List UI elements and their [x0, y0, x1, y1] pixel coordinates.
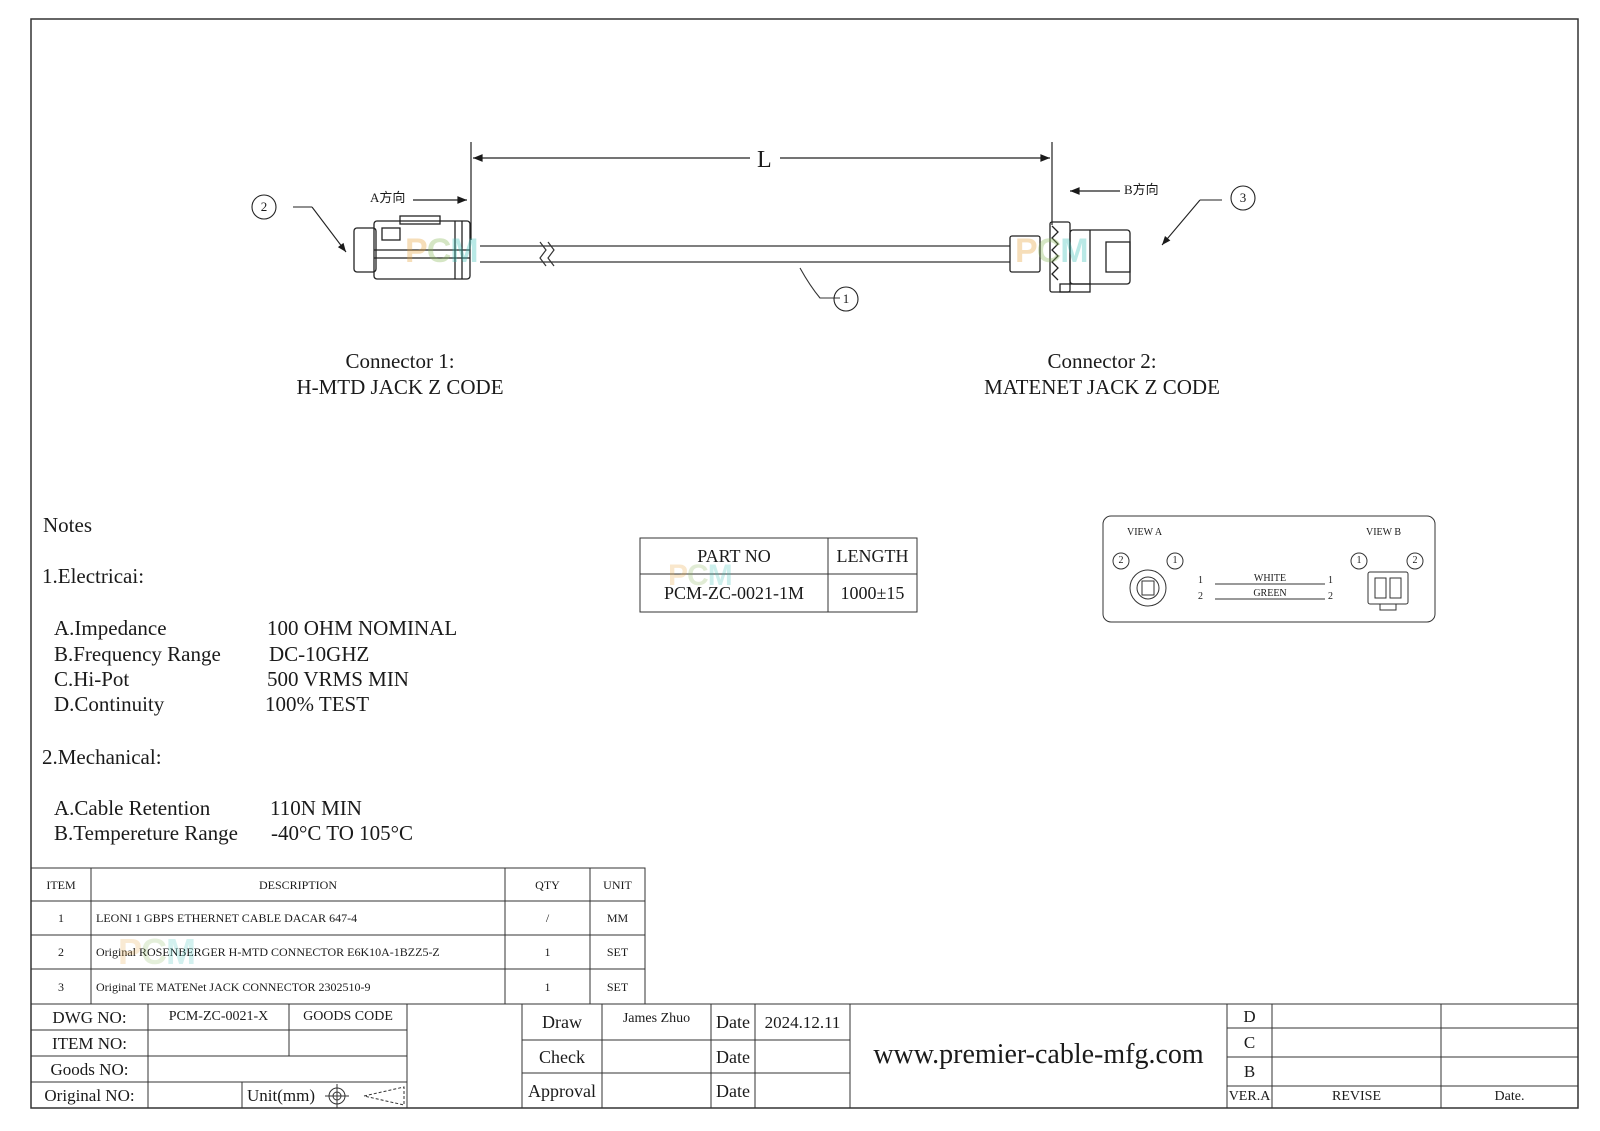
direction-b-label: B方向	[1124, 182, 1159, 197]
mechanical-title: 2.Mechanical:	[42, 745, 162, 769]
wire-pin-a: 2	[1198, 591, 1203, 602]
bom-header-description: DESCRIPTION	[258, 877, 337, 892]
ver-label: VER.A	[1228, 1089, 1271, 1104]
wire-pin-b: 1	[1328, 575, 1333, 586]
draw-label: Draw	[542, 1012, 582, 1032]
revision-d: D	[1243, 1006, 1256, 1026]
balloon-3: 3	[1239, 190, 1247, 205]
electrical-title: 1.Electricai:	[42, 564, 145, 588]
note-label: C.Hi-Pot	[54, 667, 130, 691]
website-link[interactable]: www.premier-cable-mfg.com	[873, 1039, 1204, 1070]
check-label: Check	[539, 1046, 585, 1067]
connector-2-name: MATENET JACK Z CODE	[984, 375, 1220, 399]
bom-header-item: ITEM	[46, 877, 76, 892]
date-label: Date	[716, 1012, 750, 1032]
date-value: 2024.12.11	[764, 1012, 841, 1032]
bom-cell: Original TE MATENet JACK CONNECTOR 23025…	[96, 979, 371, 994]
balloon-leaders	[251, 185, 1256, 312]
pcm-watermark-left: PCM	[405, 232, 479, 270]
drawer-name: James Zhuo	[622, 1011, 691, 1026]
note-value: 100 OHM NOMINAL	[267, 616, 458, 640]
goods-no-label: Goods NO:	[50, 1059, 129, 1079]
title-block-grid	[31, 1003, 1578, 1108]
bom-cell: LEONI 1 GBPS ETHERNET CABLE DACAR 647-4	[96, 911, 358, 925]
pcm-watermark-right: PCM	[1015, 232, 1089, 270]
pcm-watermark-bom: PCM	[118, 931, 196, 972]
wire-pin-b: 2	[1328, 591, 1333, 602]
pin-a-left: 2	[1118, 555, 1124, 566]
note-value: -40°C TO 105°C	[271, 821, 414, 845]
bom-cell: MM	[606, 911, 629, 925]
direction-a-label: A方向	[370, 190, 406, 205]
wire-pin-a: 1	[1198, 575, 1203, 586]
note-value: DC-10GHZ	[269, 642, 370, 666]
dwg-no-value: PCM-ZC-0021-X	[168, 1009, 269, 1024]
note-label: B.Frequency Range	[54, 642, 221, 666]
pinout-box	[1102, 515, 1436, 623]
pin-b-left: 1	[1356, 555, 1362, 566]
balloon-1: 1	[842, 291, 850, 306]
bom-cell: 1	[58, 911, 64, 925]
bom-cell: 1	[544, 979, 551, 994]
connector-2-title: Connector 2:	[1047, 349, 1157, 373]
connector-1-name: H-MTD JACK Z CODE	[296, 375, 504, 399]
connector-2-drawing	[1009, 221, 1131, 293]
bom-cell: SET	[606, 945, 629, 959]
date-column-label: Date.	[1494, 1089, 1525, 1104]
view-a-label: VIEW A	[1127, 527, 1163, 538]
bom-cell: 3	[58, 979, 64, 994]
view-b-label: VIEW B	[1366, 527, 1402, 538]
balloon-2: 2	[260, 199, 268, 214]
bom-cell: SET	[606, 979, 629, 994]
bom-cell: /	[545, 911, 550, 925]
pin-a-right: 1	[1172, 555, 1178, 566]
date-label: Date	[716, 1046, 750, 1067]
revise-label: REVISE	[1332, 1089, 1381, 1104]
bom-cell: 1	[544, 945, 551, 959]
dimension-label: L	[757, 147, 772, 173]
connector-1-drawing	[353, 215, 471, 280]
date-label: Date	[716, 1080, 750, 1101]
length-header: LENGTH	[836, 546, 909, 566]
note-label: B.Tempereture Range	[54, 821, 238, 845]
pcm-watermark-table: PCM	[668, 559, 733, 592]
bom-cell: Original ROSENBERGER H-MTD CONNECTOR E6K…	[96, 945, 440, 959]
bom-header-unit: UNIT	[603, 877, 632, 892]
part-no-header: PART NO	[697, 546, 771, 566]
sheet-border	[30, 18, 1579, 1109]
pin-b-right: 2	[1412, 555, 1418, 566]
dwg-no-label: DWG NO:	[52, 1007, 127, 1027]
note-label: A.Cable Retention	[54, 796, 211, 820]
notes-heading: Notes	[43, 513, 92, 537]
connector-1-title: Connector 1:	[345, 349, 455, 373]
bom-cell: 2	[58, 945, 64, 959]
original-no-label: Original NO:	[44, 1085, 135, 1105]
goods-code-label: GOODS CODE	[303, 1009, 393, 1024]
unit-label: Unit(mm)	[247, 1085, 315, 1105]
note-label: A.Impedance	[54, 616, 167, 640]
part-no-value: PCM-ZC-0021-1M	[663, 583, 804, 603]
wire-color: GREEN	[1253, 588, 1287, 599]
bom-table-grid	[30, 867, 646, 1005]
cable	[480, 241, 1010, 299]
note-label: D.Continuity	[54, 692, 165, 716]
note-value: 500 VRMS MIN	[267, 667, 409, 691]
wire-color: WHITE	[1253, 573, 1287, 584]
revision-c: C	[1243, 1033, 1256, 1052]
revision-b: B	[1243, 1062, 1256, 1081]
length-value: 1000±15	[840, 583, 905, 603]
dimension-l	[470, 142, 1053, 240]
bom-header-qty: QTY	[535, 877, 560, 892]
item-no-label: ITEM NO:	[51, 1033, 128, 1053]
note-value: 110N MIN	[270, 796, 362, 820]
approval-label: Approval	[528, 1080, 596, 1101]
note-value: 100% TEST	[265, 692, 370, 716]
part-table-grid	[639, 537, 918, 613]
